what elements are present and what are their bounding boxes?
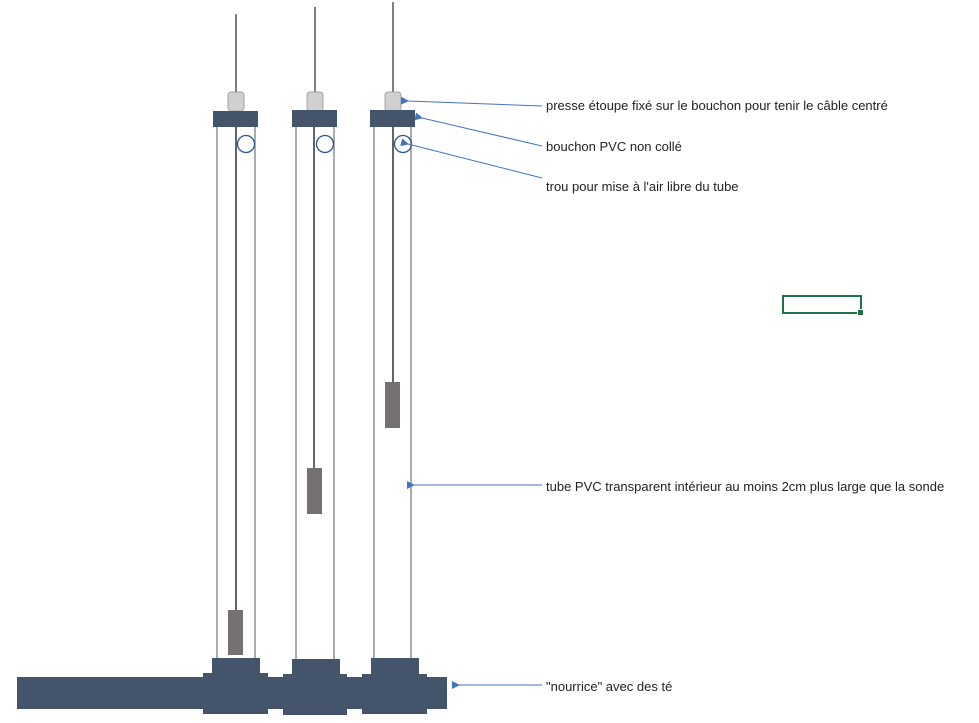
vent-hole-2 [315, 134, 335, 154]
label-tube: tube PVC transparent intérieur au moins … [546, 479, 945, 494]
cap-1 [213, 111, 258, 127]
label-cap: bouchon PVC non collé [546, 139, 682, 154]
fill-handle[interactable] [857, 309, 864, 316]
arrow-cap [414, 112, 543, 147]
cell-selection[interactable] [782, 295, 864, 316]
probe-2 [307, 468, 322, 514]
probe-3 [385, 382, 400, 428]
tube-1 [216, 126, 256, 658]
cap-3 [370, 110, 415, 127]
tube-2 [295, 126, 335, 659]
arrow-cable-gland [400, 96, 543, 107]
tube-3 [373, 126, 412, 658]
vent-hole-1 [236, 134, 256, 154]
label-manifold: "nourrice" avec des té [546, 679, 673, 694]
label-vent-hole: trou pour mise à l'air libre du tube [546, 179, 739, 194]
cap-2 [292, 110, 337, 127]
cable-gland-3 [384, 91, 402, 112]
cable-gland-2 [306, 91, 324, 112]
manifold [17, 658, 447, 715]
arrow-vent-hole [400, 138, 543, 179]
label-cable-gland: presse étoupe fixé sur le bouchon pour t… [546, 98, 888, 113]
probe-1 [228, 610, 243, 655]
vent-hole-3 [393, 134, 413, 154]
cable-gland-1 [227, 91, 245, 112]
